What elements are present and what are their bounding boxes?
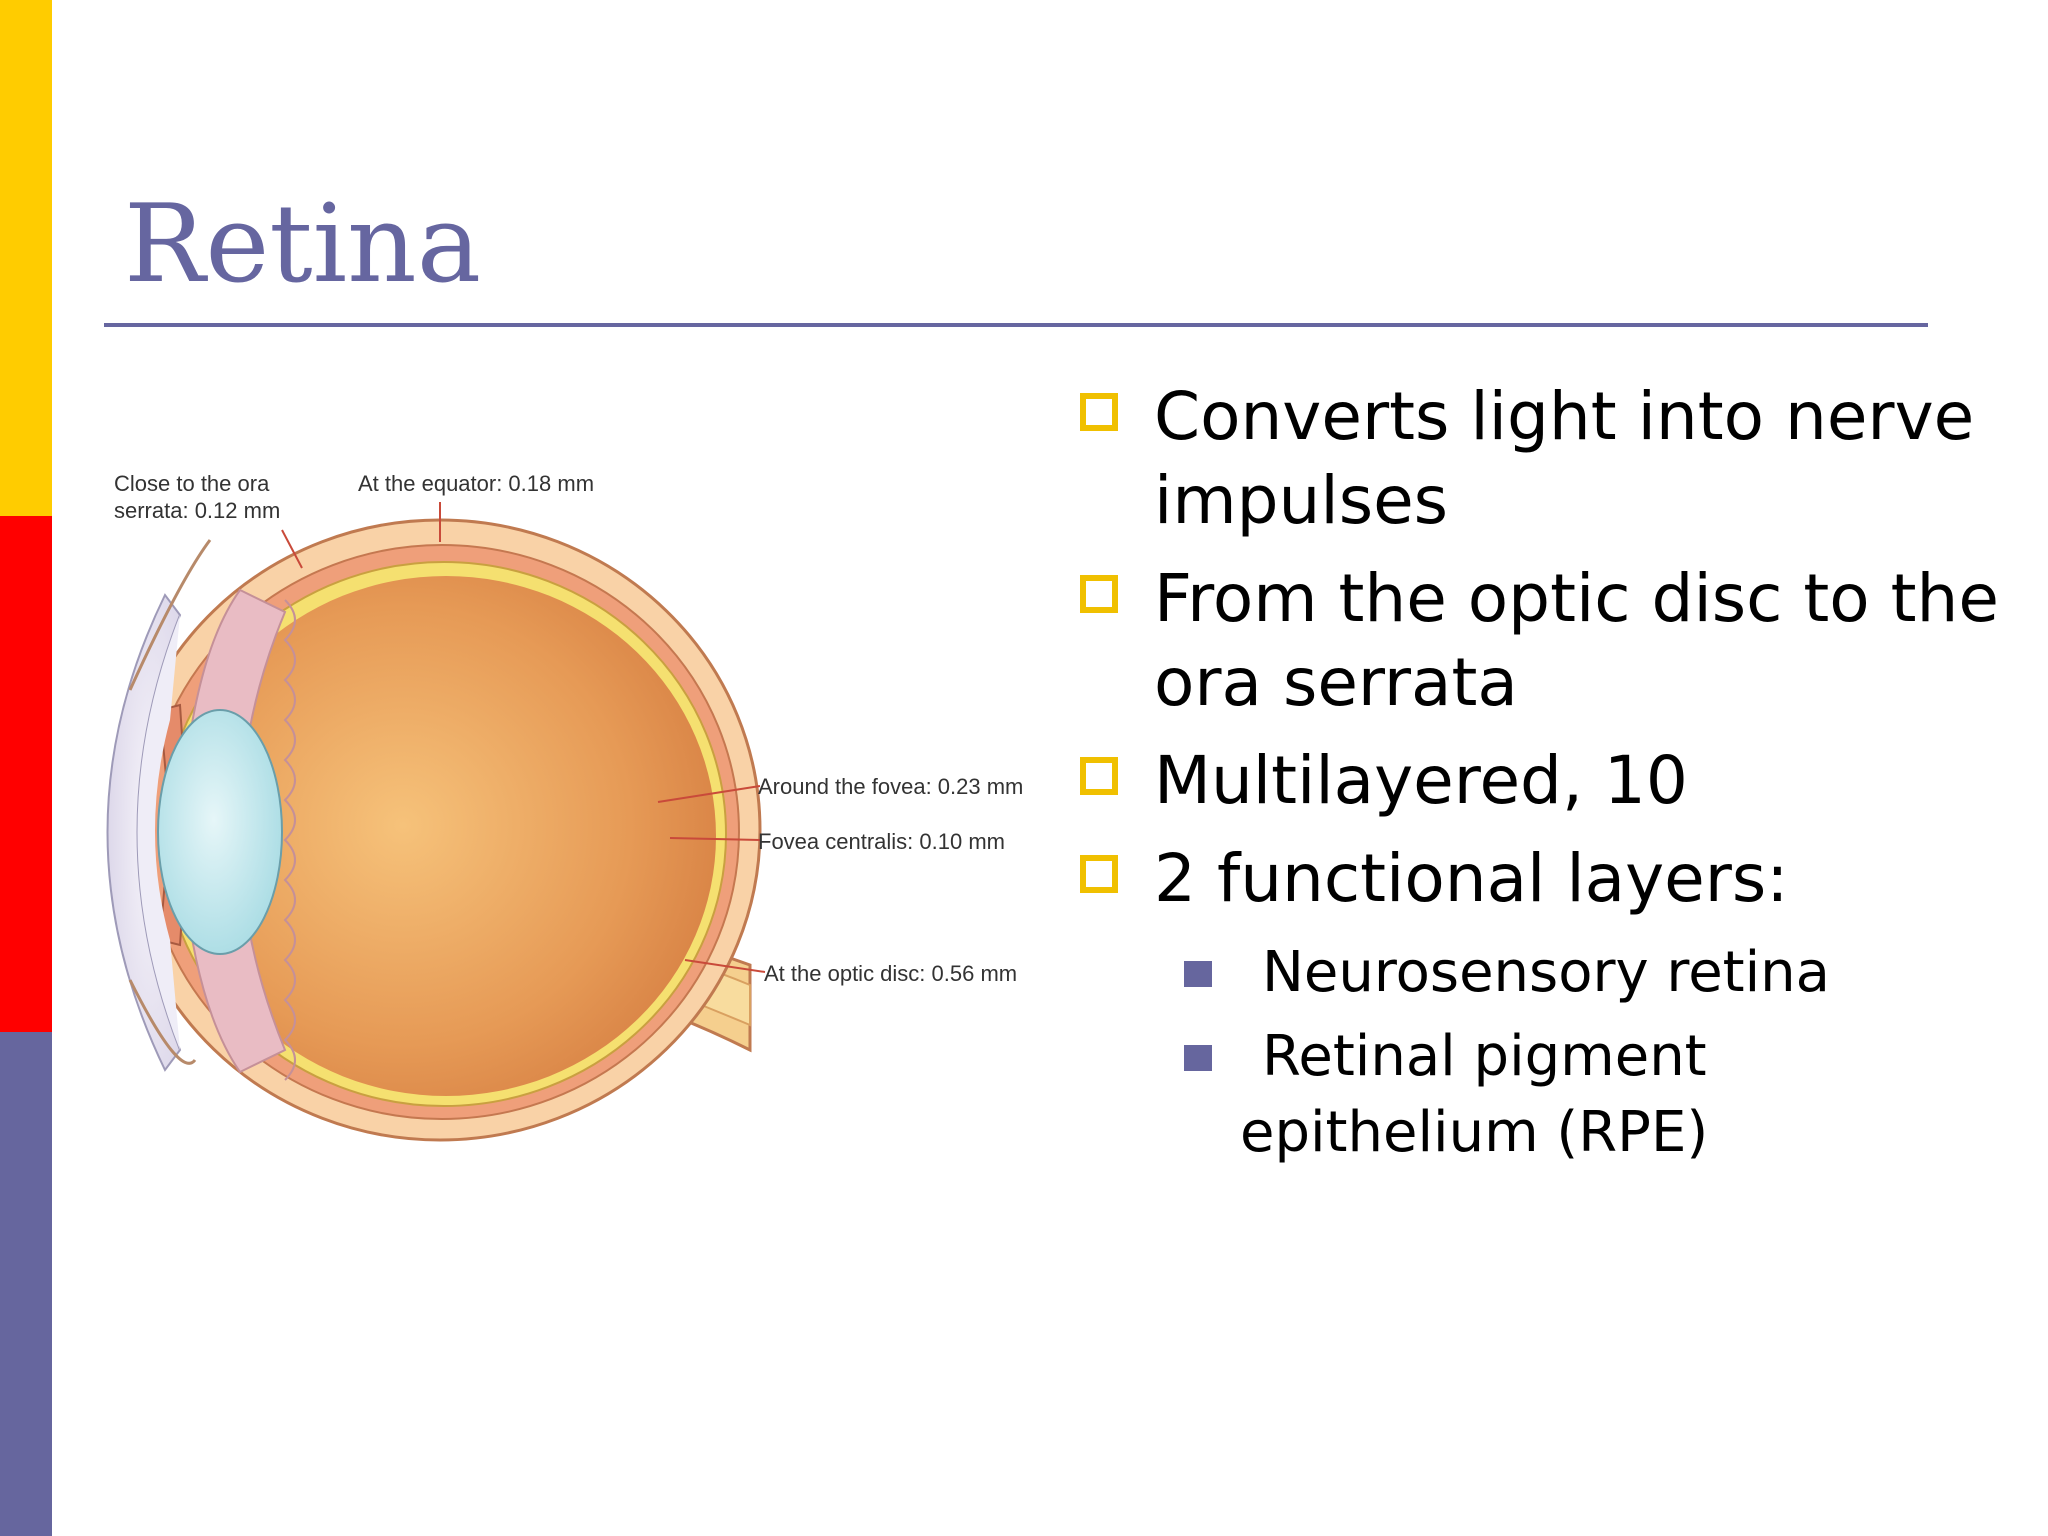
bullet-text: 2 functional layers: [1154,840,1789,917]
sub-bullet-list: Neurosensory retina Retinal pigment epit… [1076,935,2016,1171]
lens [157,709,283,955]
sub-bullet-text: Neurosensory retina [1262,940,1830,1005]
sub-bullet-text: Retinal pigment [1262,1024,1707,1089]
sub-bullet-item: Retinal pigment epithelium (RPE) [1076,1019,2016,1171]
hollow-square-bullet-icon [1080,757,1118,795]
bullet-text: From the optic disc to the ora serrata [1154,560,1999,721]
eye-diagram-graphic [106,502,766,1142]
label-ora-serrata-line2: serrata: 0.12 mm [114,498,281,523]
vitreous-body [176,576,716,1096]
pointer-optic-disc [684,959,766,973]
label-equator: At the equator: 0.18 mm [358,471,595,496]
eye-cross-section-diagram: Close to the ora serrata: 0.12 mm At the… [70,460,1040,1200]
side-bar-purple [0,1032,52,1536]
bullet-item: Converts light into nerve impulses [1076,375,2016,543]
label-optic-disc: At the optic disc: 0.56 mm [764,961,1018,986]
filled-square-bullet-icon [1184,1045,1212,1071]
bullet-list: Converts light into nerve impulses From … [1076,375,2016,1179]
hollow-square-bullet-icon [1080,393,1118,431]
side-bar-red [0,516,52,1032]
eyelid-lower [128,979,197,1065]
anterior-chamber [137,615,180,1050]
side-bar-yellow [0,0,52,516]
label-ora-serrata: Close to the ora serrata: 0.12 mm [114,470,280,524]
bullet-item: From the optic disc to the ora serrata [1076,557,2016,725]
bullet-item: Multilayered, 10 [1076,739,2016,823]
filled-square-bullet-icon [1184,961,1212,987]
bullet-text: Converts light into nerve impulses [1154,378,1975,539]
slide-title: Retina [124,182,482,307]
hollow-square-bullet-icon [1080,855,1118,893]
label-around-fovea: Around the fovea: 0.23 mm [758,774,1024,799]
bullet-text: Multilayered, 10 [1154,742,1688,819]
title-divider [104,323,1928,327]
sub-bullet-text-continued: epithelium (RPE) [1240,1100,1709,1165]
pointer-ora-serrata [281,529,303,569]
pointer-around-fovea [657,785,761,803]
eyelid-upper [128,539,212,691]
label-ora-serrata-line1: Close to the ora [114,471,270,496]
hollow-square-bullet-icon [1080,575,1118,613]
bullet-item: 2 functional layers: [1076,837,2016,921]
ora-serrata-scallop [283,599,296,1081]
label-fovea-centralis: Fovea centralis: 0.10 mm [758,829,1005,854]
sub-bullet-item: Neurosensory retina [1076,935,2016,1011]
pointer-fovea-centralis [669,837,761,841]
